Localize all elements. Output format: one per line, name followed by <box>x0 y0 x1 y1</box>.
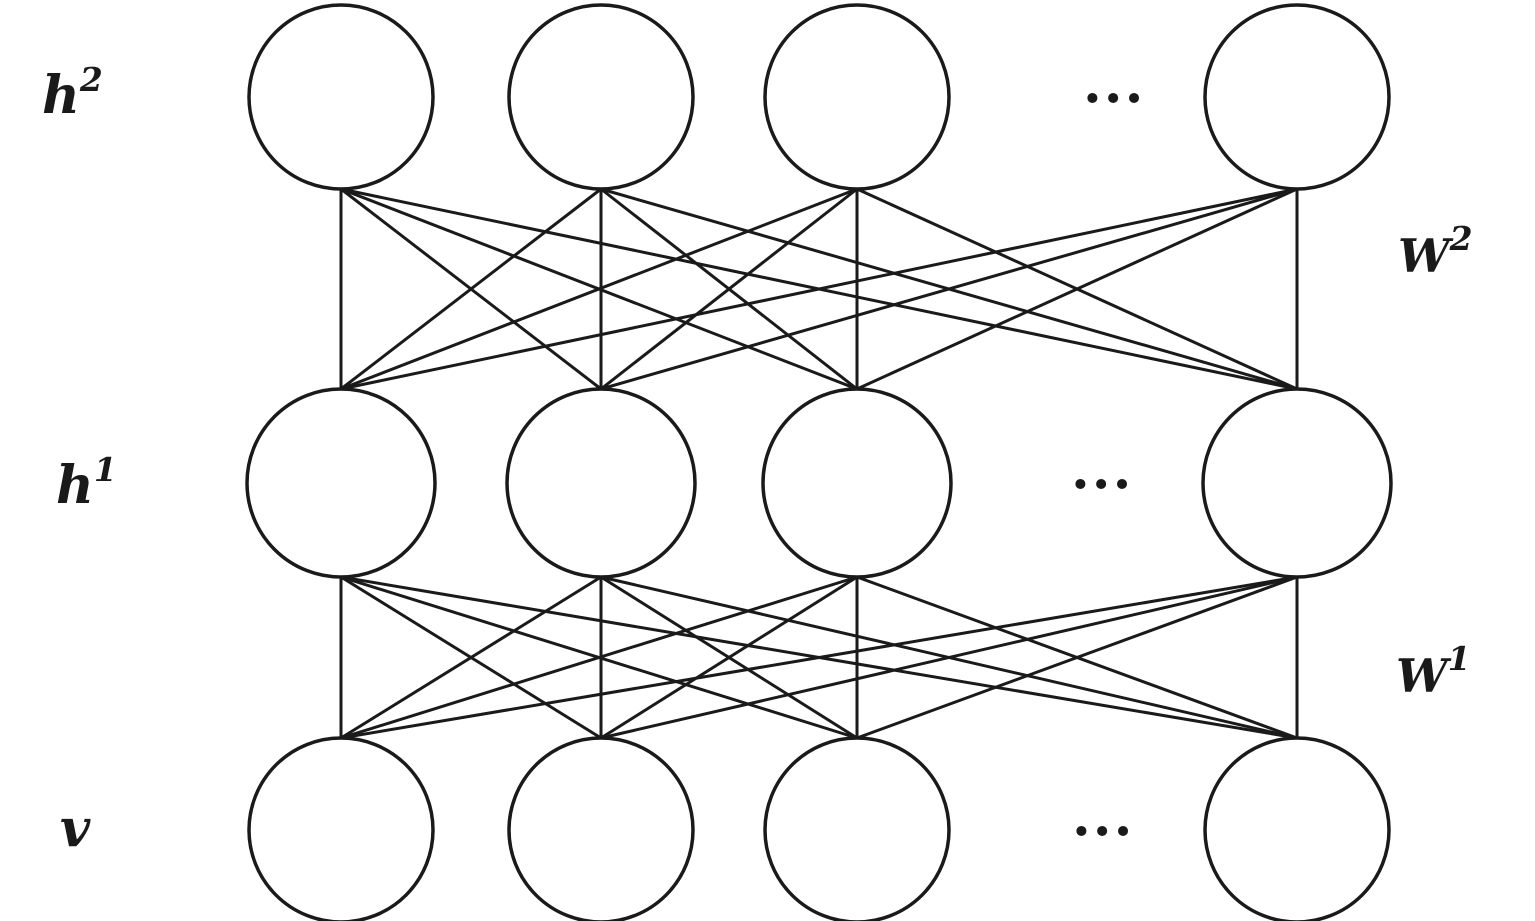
connection-line-h2-h1 <box>856 187 1298 391</box>
node-h2 <box>1203 3 1391 191</box>
layer-label-v: v <box>60 798 91 859</box>
connection-line-h2-h1 <box>600 187 1298 391</box>
node-v <box>247 736 435 921</box>
connection-line-h1-v <box>340 575 1298 740</box>
connection-line-h2-h1 <box>340 187 602 391</box>
layer-label-h1: h1 <box>56 450 117 516</box>
node-h1 <box>245 387 437 579</box>
node-h1 <box>761 387 953 579</box>
connection-line-h1-v <box>600 575 858 740</box>
ellipsis-h2: ··· <box>1083 66 1145 130</box>
connection-line-h2-h1 <box>600 187 858 391</box>
layer-label-h2: h2 <box>42 60 103 126</box>
ellipsis-v: ··· <box>1072 799 1134 863</box>
connection-line-h1-v <box>340 575 602 740</box>
connection-line-h1-v <box>340 575 858 740</box>
node-h2 <box>763 3 951 191</box>
weight-label-w2: W2 <box>1398 219 1473 283</box>
node-v <box>507 736 695 921</box>
node-h2 <box>247 3 435 191</box>
connection-line-h2-h1 <box>340 187 858 391</box>
node-h1 <box>1201 387 1393 579</box>
connection-line-h1-v <box>856 575 1298 740</box>
connection-line-h2-h1 <box>340 187 1298 391</box>
ellipsis-h1: ··· <box>1071 452 1133 516</box>
node-h2 <box>507 3 695 191</box>
node-v <box>1203 736 1391 921</box>
connection-line-h1-v <box>600 575 1298 740</box>
weight-label-w1: W1 <box>1396 639 1471 703</box>
node-h1 <box>505 387 697 579</box>
node-v <box>763 736 951 921</box>
